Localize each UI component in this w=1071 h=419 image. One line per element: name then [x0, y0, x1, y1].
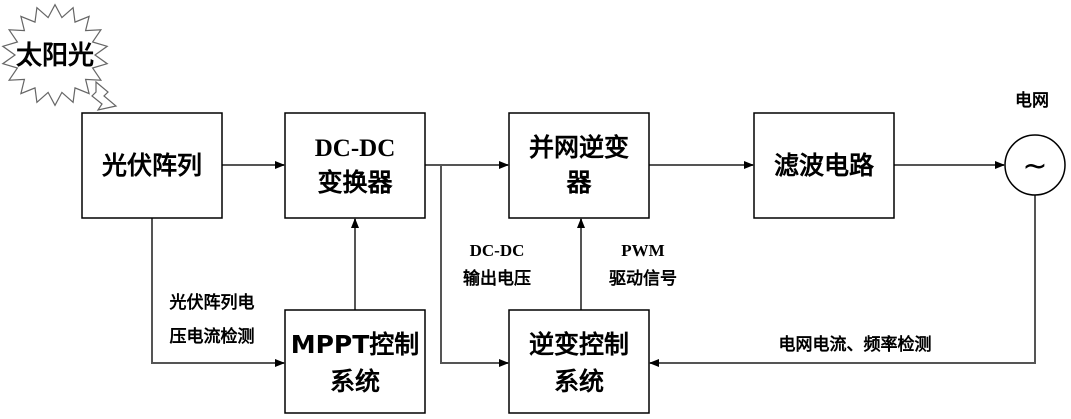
block-grid-inverter: 并网逆变 器 [508, 112, 650, 219]
sun-callout-tail [91, 80, 118, 111]
block-label: MPPT控制 [291, 330, 420, 359]
arrow-dcdc-voltage-to-invctrl [440, 165, 509, 367]
signal-pv-detect: 压电流检测 [170, 326, 255, 347]
block-label: 系统 [554, 367, 604, 396]
block-dcdc-converter: DC-DC 变换器 [284, 112, 426, 219]
connectors [151, 161, 1036, 367]
arrow-pv-detect-to-mppt [151, 218, 285, 367]
signal-grid-detect: 电网电流、频率检测 [779, 334, 932, 355]
block-label: 滤波电路 [774, 151, 875, 180]
sun-label: 太阳光 [16, 41, 94, 71]
signal-dcdc-output: 输出电压 [463, 268, 531, 289]
block-filter-circuit: 滤波电路 [753, 112, 895, 219]
block-label: DC-DC [315, 135, 396, 162]
signal-dcdc-output: DC-DC [470, 241, 525, 260]
block-label: 变换器 [317, 168, 393, 197]
block-pv-array: 光伏阵列 [81, 112, 223, 219]
signal-pv-detect: 光伏阵列电 [169, 292, 255, 313]
block-label: 并网逆变 [529, 133, 629, 162]
grid-ac-source: 电网 ~ [1004, 90, 1066, 196]
grid-label: 电网 [1015, 90, 1049, 111]
block-label: 器 [565, 168, 592, 197]
block-label: 逆变控制 [529, 330, 629, 359]
ac-source-icon [1004, 134, 1066, 196]
block-label: 光伏阵列 [101, 151, 202, 180]
sun-icon: 太阳光 [1, 3, 118, 111]
arrow-grid-detect-to-invctrl [649, 195, 1036, 367]
sine-wave-icon: ~ [1022, 149, 1047, 184]
block-label: 系统 [330, 367, 380, 396]
signal-pwm: PWM [621, 241, 664, 260]
block-mppt-control: MPPT控制 系统 [284, 309, 426, 414]
block-inverter-control: 逆变控制 系统 [508, 309, 650, 414]
signal-pwm: 驱动信号 [609, 268, 677, 289]
